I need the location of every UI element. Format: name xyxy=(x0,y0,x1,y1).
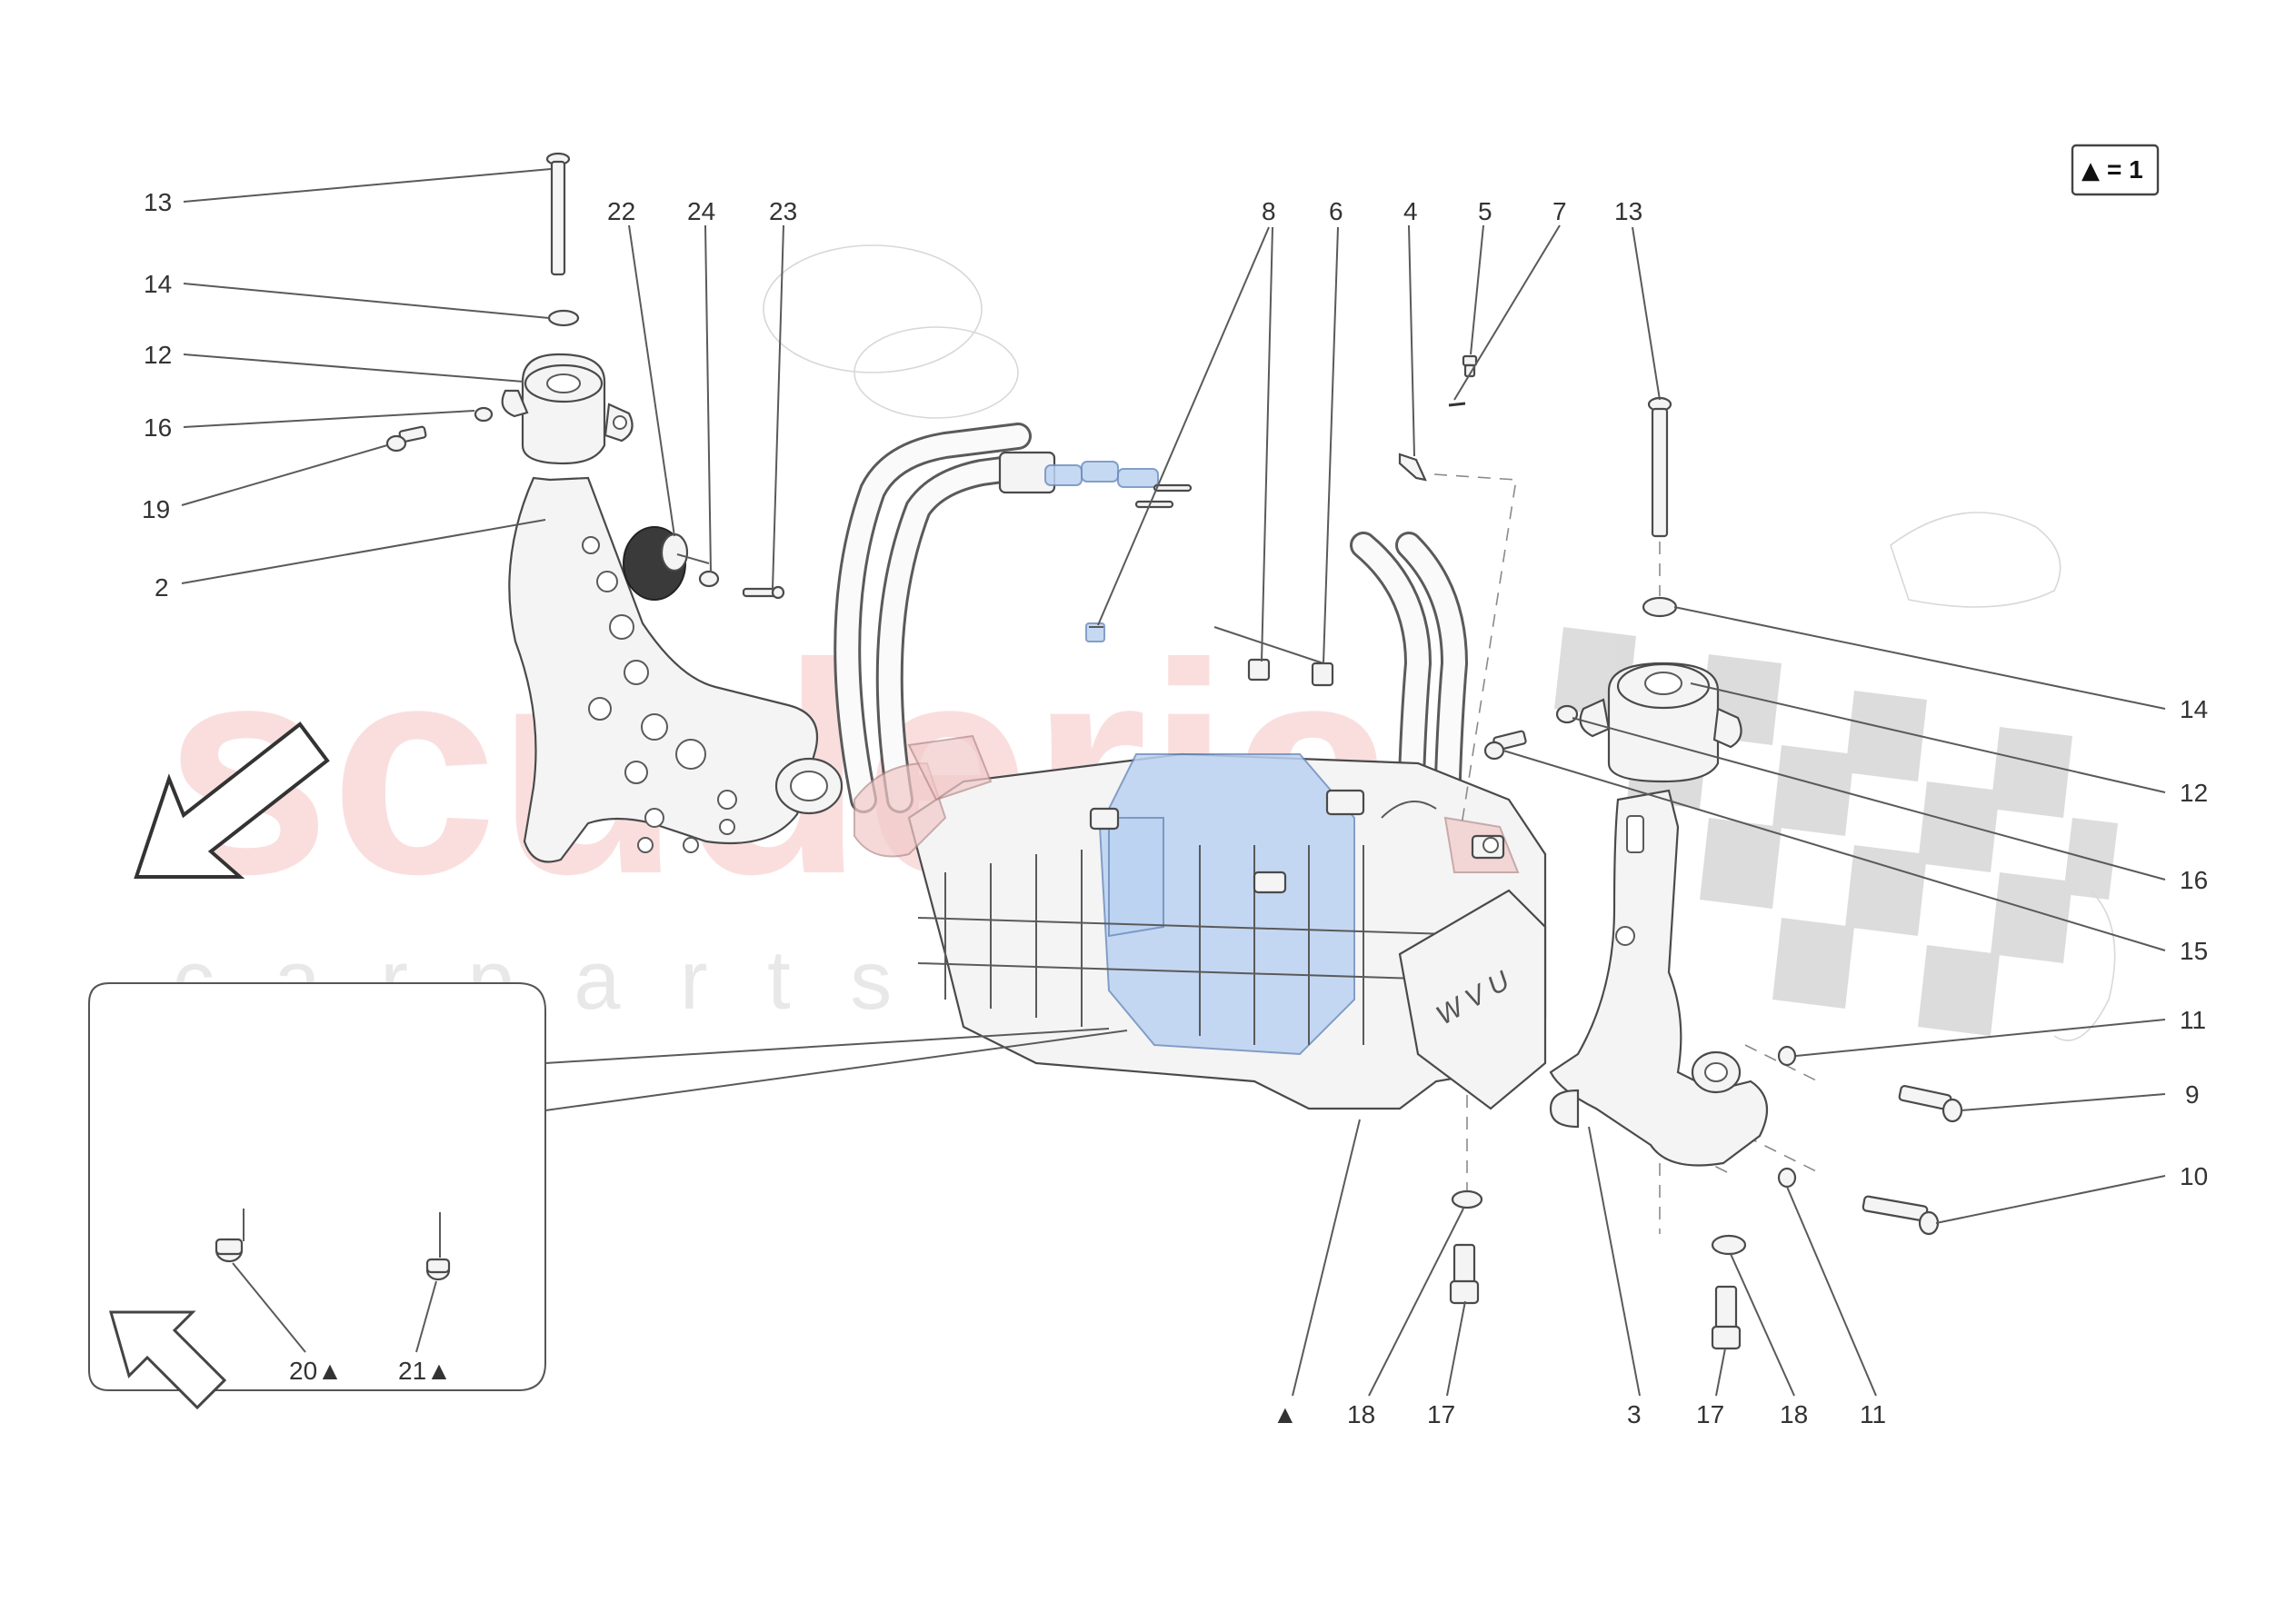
left-mount-assembly xyxy=(385,152,844,863)
direction-arrow-inset xyxy=(109,1310,227,1410)
rubber-bushing xyxy=(623,526,710,601)
long-bolt-left xyxy=(545,152,571,276)
callout-labels: 13 14 12 16 19 2 22 24 23 8 6 4 5 7 13 1… xyxy=(142,188,2208,1428)
callout-14-left: 14 xyxy=(144,270,172,298)
callout-7: 7 xyxy=(1552,197,1567,225)
callout-13-left: 13 xyxy=(144,188,172,216)
washer-18-right xyxy=(1711,1234,1747,1256)
washer-24 xyxy=(698,570,720,588)
callout-triangle: ▲ xyxy=(1273,1400,1298,1428)
callout-11-top: 11 xyxy=(2180,1006,2206,1034)
inset-frame xyxy=(88,982,546,1391)
callout-15: 15 xyxy=(2180,937,2208,965)
gearbox-bracket xyxy=(508,476,844,863)
washer-left xyxy=(547,309,580,327)
callout-13-right: 13 xyxy=(1614,197,1642,225)
callout-23: 23 xyxy=(769,197,797,225)
callout-18-right: 18 xyxy=(1780,1400,1808,1428)
nut-20 xyxy=(215,1238,244,1263)
callout-6: 6 xyxy=(1329,197,1343,225)
callout-3: 3 xyxy=(1627,1400,1642,1428)
engine-mount-right xyxy=(1579,662,1742,783)
bolt-15 xyxy=(1483,730,1527,761)
callout-8: 8 xyxy=(1262,197,1276,225)
legend-symbol: ▲ xyxy=(2081,157,2100,184)
sensor-fittings xyxy=(1089,789,1505,894)
callout-5: 5 xyxy=(1478,197,1492,225)
cable-tie-6 xyxy=(1213,626,1334,687)
callout-12-left: 12 xyxy=(144,341,172,369)
washer-11-top xyxy=(1777,1045,1797,1067)
callout-17-right: 17 xyxy=(1696,1400,1724,1428)
direction-arrow-main xyxy=(134,721,330,879)
callout-11-bottom: 11 xyxy=(1860,1400,1886,1428)
callout-21: 21▲ xyxy=(398,1357,452,1385)
long-bolt-right xyxy=(1647,396,1672,538)
leader-lines xyxy=(181,168,2166,1397)
callout-16-right: 16 xyxy=(2180,866,2208,894)
callout-22: 22 xyxy=(607,197,635,225)
bracket-4 xyxy=(1398,453,1427,482)
hose-connectors xyxy=(998,451,1193,509)
washer-right xyxy=(1642,596,1678,618)
support-bracket-3 xyxy=(1549,789,1769,1167)
engine-mount-left xyxy=(501,353,634,465)
clip-8-a xyxy=(1085,622,1105,642)
callout-20: 20▲ xyxy=(289,1357,343,1385)
small-washer-left xyxy=(474,406,494,423)
bolt-23 xyxy=(742,585,785,600)
callout-14-right: 14 xyxy=(2180,695,2208,723)
callout-18-left: 18 xyxy=(1347,1400,1375,1428)
callout-19: 19 xyxy=(142,495,170,523)
legend-box: ▲ = 1 xyxy=(2071,144,2160,196)
pin-7 xyxy=(1448,402,1466,407)
small-washer-right xyxy=(1555,704,1579,724)
bolt-19 xyxy=(385,425,427,453)
callout-16-left: 16 xyxy=(144,413,172,442)
bolt-17-left xyxy=(1449,1243,1480,1305)
legend-equals: = 1 xyxy=(2107,155,2143,184)
gearbox-assembly: W V U xyxy=(834,423,1547,1110)
bolt-17-right xyxy=(1711,1285,1742,1350)
bolt-9 xyxy=(1898,1084,1963,1123)
bolt-10 xyxy=(1862,1195,1940,1236)
callout-4: 4 xyxy=(1403,197,1418,225)
callout-24: 24 xyxy=(687,197,715,225)
washer-18-left xyxy=(1451,1189,1483,1209)
callout-12-right: 12 xyxy=(2180,779,2208,807)
screw-5 xyxy=(1462,354,1478,378)
inset-detail xyxy=(88,982,1128,1410)
clip-8-b xyxy=(1247,658,1271,682)
right-mount-assembly xyxy=(1483,396,1963,1350)
callout-9: 9 xyxy=(2185,1080,2200,1109)
washer-11-bottom xyxy=(1777,1167,1797,1189)
callout-2: 2 xyxy=(155,573,169,602)
callout-17-left: 17 xyxy=(1427,1400,1455,1428)
callout-10: 10 xyxy=(2180,1162,2208,1190)
nut-21 xyxy=(425,1258,451,1281)
